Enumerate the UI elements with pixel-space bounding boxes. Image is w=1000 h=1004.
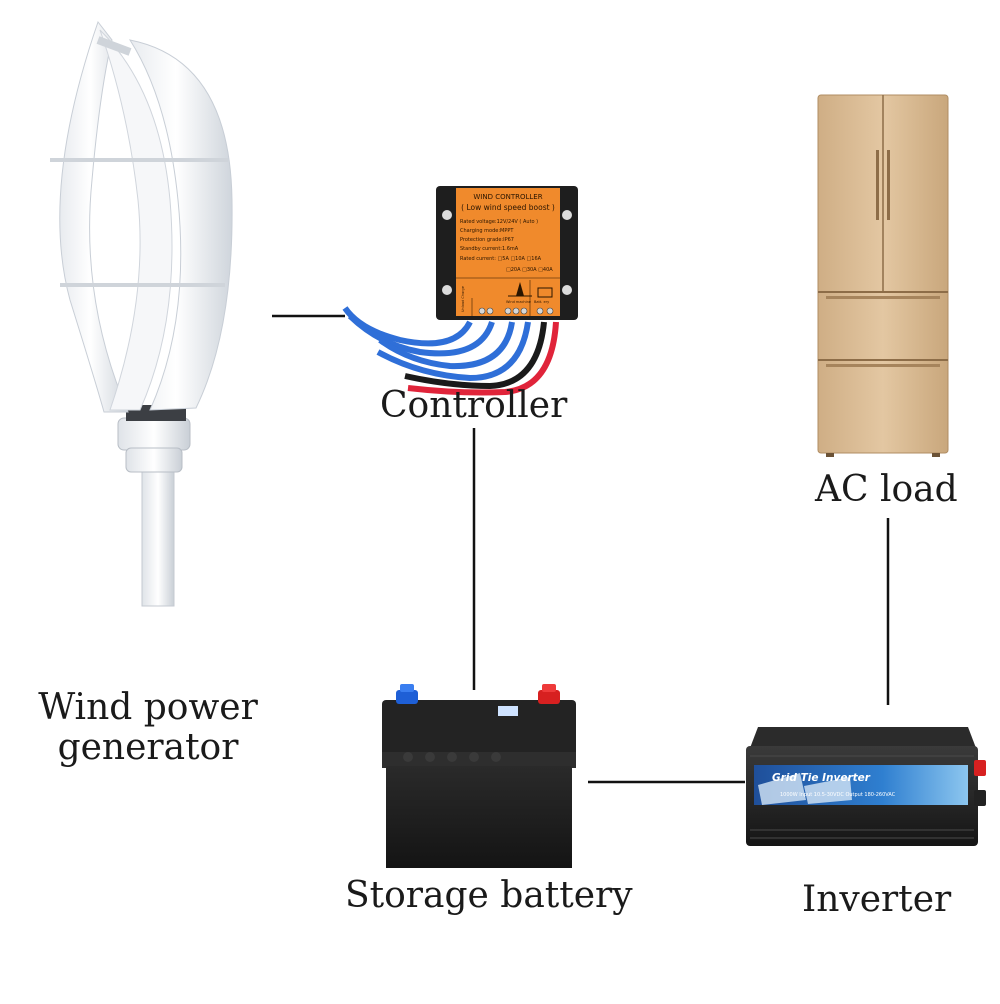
controller-wire-black [404, 321, 547, 390]
controller-wire-blue-3 [378, 321, 515, 370]
controller-spec-3: Protection grade:IP67 [460, 237, 514, 243]
controller-wire-red [407, 321, 559, 396]
inverter-image: Grid Tie Inverter 1000W Input 10.5-30VDC… [746, 727, 986, 846]
controller-terminal-right: Batt. ery [534, 300, 549, 304]
label-wind-line-1: Wind power [38, 687, 258, 728]
label-ac-load: AC load [815, 469, 958, 510]
controller-terminal-left: Unload Charge [461, 286, 465, 312]
label-controller: Controller [380, 385, 568, 426]
controller-subtitle: ( Low wind speed boost ) [461, 203, 555, 212]
connector-lines [272, 314, 890, 784]
controller-spec-2: Charging mode:MPPT [460, 228, 514, 234]
controller-spec-1: Rated voltage:12V/24V ( Auto ) [460, 219, 538, 225]
wind-turbine-icon [516, 282, 524, 296]
controller-terminal-mid: Wind machine [506, 300, 531, 304]
wind-turbine-image [50, 20, 233, 607]
label-inverter: Inverter [802, 879, 952, 920]
battery-terminal-negative [396, 690, 418, 704]
controller-spec-6: □20A □30A □40A [506, 267, 553, 273]
label-storage-battery: Storage battery [345, 875, 633, 916]
label-wind-power-generator: Wind power generator [28, 688, 268, 768]
refrigerator-image [817, 94, 949, 457]
battery-icon [537, 287, 553, 298]
controller-wire-blue-2 [347, 313, 495, 357]
battery-terminal-positive [538, 690, 560, 704]
controller-image: WIND CONTROLLER ( Low wind speed boost )… [342, 186, 578, 396]
controller-spec-4: Standby current:1.6mA [460, 246, 519, 252]
inverter-title: Grid Tie Inverter [772, 772, 871, 784]
label-wind-line-2: generator [57, 727, 239, 768]
storage-battery-image [382, 684, 576, 868]
controller-spec-5: Rated current: □5A □10A □16A [460, 256, 542, 262]
controller-title: WIND CONTROLLER [473, 193, 542, 201]
controller-wire-blue-4 [376, 321, 531, 382]
inverter-spec: 1000W Input 10.5-30VDC Output 180-260VAC [780, 792, 896, 798]
